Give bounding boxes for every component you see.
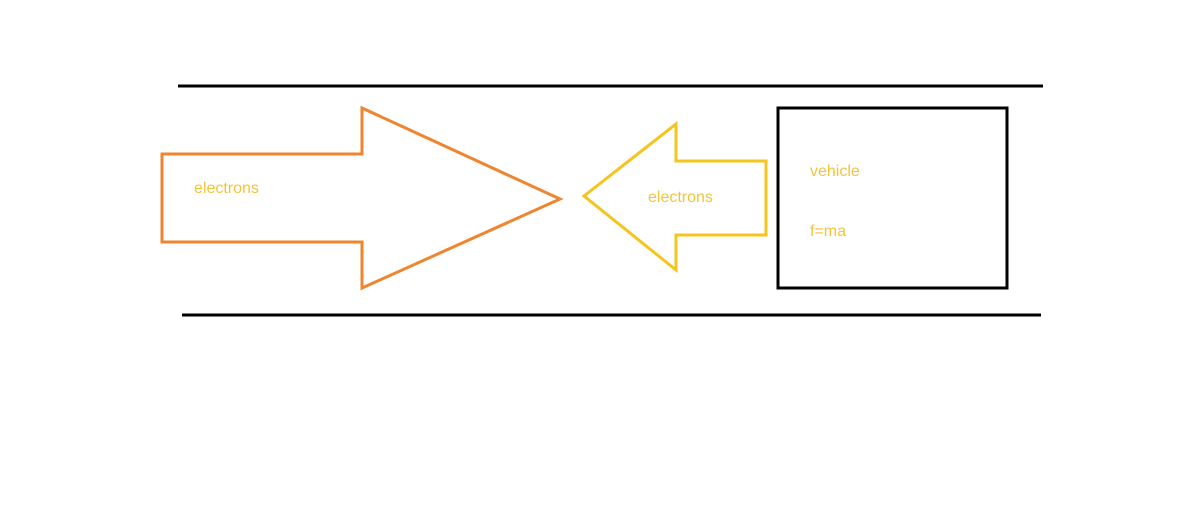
left-electron-arrow: [160, 105, 564, 291]
right-arrow-label: electrons: [648, 189, 713, 206]
left-arrow-label: electrons: [194, 180, 259, 197]
formula-label: f=ma: [810, 223, 846, 240]
vehicle-label: vehicle: [810, 163, 860, 180]
vehicle-box: [776, 106, 1009, 290]
right-electron-arrow: [581, 120, 768, 274]
